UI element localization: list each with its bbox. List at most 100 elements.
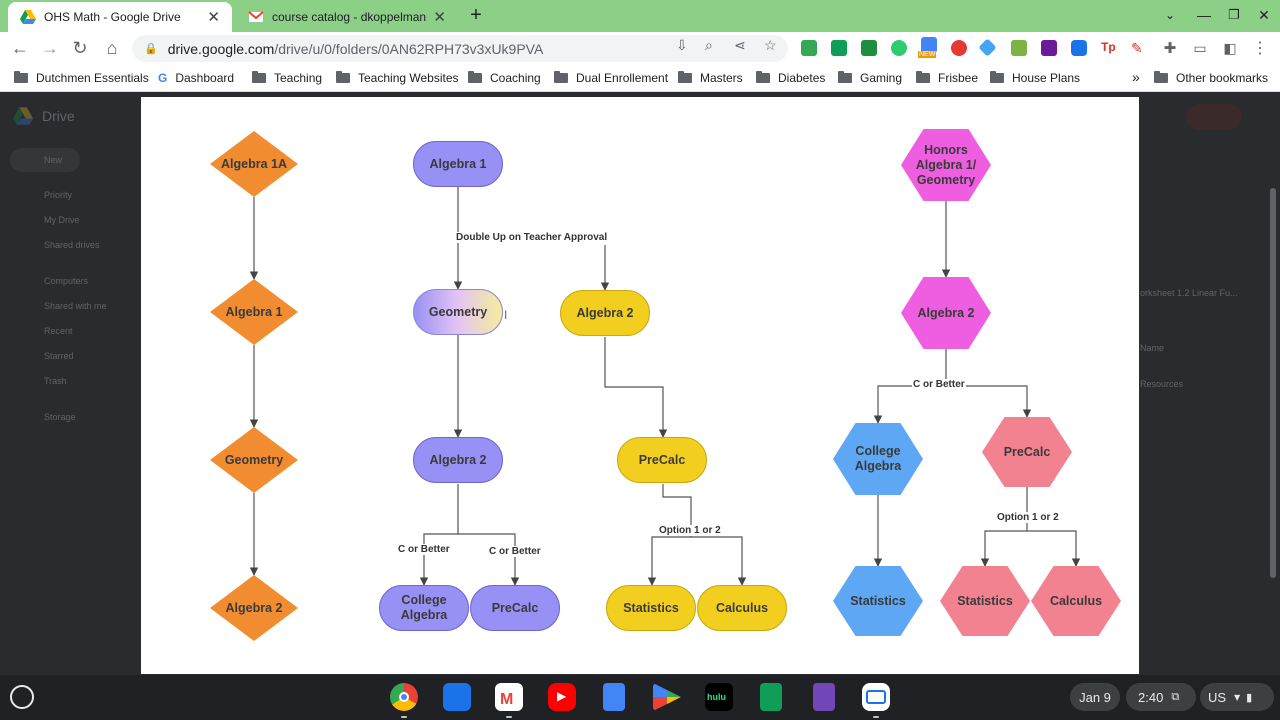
grammarly-icon[interactable] bbox=[891, 40, 907, 56]
bookmark-dutchmen-essentials[interactable]: Dutchmen Essentials bbox=[14, 71, 149, 85]
menu-icon[interactable]: ⋮ bbox=[1252, 40, 1268, 57]
nav-my-drive[interactable]: My Drive bbox=[44, 215, 80, 225]
side-panel-icon[interactable]: ◧ bbox=[1223, 39, 1237, 56]
running-indicator bbox=[401, 716, 407, 718]
opera-icon[interactable] bbox=[951, 40, 967, 56]
bookmark-coaching[interactable]: Coaching bbox=[468, 71, 541, 85]
screen-capture-glyph bbox=[866, 690, 886, 704]
address-bar[interactable]: 🔒 drive.google.com/drive/u/0/folders/0AN… bbox=[132, 35, 788, 62]
tab-title: OHS Math - Google Drive bbox=[44, 10, 181, 24]
gmail-m: M bbox=[500, 691, 514, 708]
pen-extension-icon[interactable]: ✎ bbox=[1131, 40, 1147, 56]
reload-icon[interactable]: ↻ bbox=[72, 37, 88, 58]
node-algebra-2-double-up: Algebra 2 bbox=[560, 290, 650, 336]
forward-icon[interactable]: → bbox=[41, 37, 59, 58]
nav-recent[interactable]: Recent bbox=[44, 326, 73, 336]
bookmark-frisbee[interactable]: Frisbee bbox=[916, 71, 978, 85]
node-statistics: Statistics bbox=[606, 585, 696, 631]
gmail-icon bbox=[248, 11, 264, 22]
nav-shared-drives[interactable]: Shared drives bbox=[44, 240, 100, 250]
bookmark-dual-enrollement[interactable]: Dual Enrollement bbox=[554, 71, 668, 85]
folder-icon bbox=[916, 71, 930, 83]
close-window-icon[interactable]: ✕ bbox=[1258, 6, 1270, 23]
home-icon[interactable]: ⌂ bbox=[106, 37, 118, 58]
bookmark-teaching[interactable]: Teaching bbox=[252, 71, 322, 85]
bookmark-star-icon[interactable]: ☆ bbox=[764, 37, 777, 53]
back-icon[interactable]: ← bbox=[11, 37, 29, 58]
folder-icon bbox=[756, 71, 770, 83]
diamond-extension-icon[interactable] bbox=[978, 38, 997, 57]
node-calculus: Calculus bbox=[1031, 566, 1121, 636]
bookmark-diabetes[interactable]: Diabetes bbox=[756, 71, 825, 85]
files-icon[interactable] bbox=[443, 683, 471, 711]
extensions-icon[interactable]: ✚ bbox=[1163, 40, 1177, 57]
connector bbox=[604, 337, 668, 438]
node-precalc: PreCalc bbox=[470, 585, 560, 631]
gmail-icon[interactable] bbox=[495, 683, 523, 711]
folder-icon bbox=[990, 71, 1004, 83]
drive-extension-icon[interactable] bbox=[801, 40, 817, 56]
tab-search-icon[interactable]: ⌄ bbox=[1164, 8, 1176, 22]
bookmark-other-bookmarks[interactable]: Other bookmarks bbox=[1154, 71, 1268, 85]
close-icon[interactable]: ✕ bbox=[433, 9, 446, 26]
avatar[interactable] bbox=[1186, 104, 1242, 130]
install-icon[interactable]: ⇩ bbox=[676, 37, 688, 53]
docs-icon[interactable] bbox=[603, 683, 625, 711]
date-tray[interactable]: Jan 9 bbox=[1070, 683, 1120, 711]
bookmark-teaching-websites[interactable]: Teaching Websites bbox=[336, 71, 459, 85]
node-honors-algebra-geometry: Honors Algebra 1/ Geometry bbox=[901, 129, 991, 201]
bookmark-masters[interactable]: Masters bbox=[678, 71, 743, 85]
classroom-extension-icon[interactable] bbox=[831, 40, 847, 56]
scrollbar[interactable] bbox=[1270, 188, 1276, 578]
flowchart-preview: Double Up on Teacher Approval C or Bette… bbox=[141, 97, 1139, 674]
folder-icon bbox=[678, 71, 692, 83]
name-column-header[interactable]: Name bbox=[1140, 343, 1165, 353]
minimize-icon[interactable]: — bbox=[1197, 7, 1211, 23]
play-store-icon[interactable] bbox=[653, 683, 681, 711]
tab-course-catalog[interactable]: course catalog - dkoppelmann@ ✕ bbox=[236, 2, 458, 32]
bookmark-gaming[interactable]: Gaming bbox=[838, 71, 902, 85]
r-extension-icon[interactable] bbox=[1041, 40, 1057, 56]
cast-icon[interactable]: ▭ bbox=[1193, 39, 1207, 56]
tab-ohs-math[interactable]: OHS Math - Google Drive ✕ bbox=[8, 2, 232, 32]
status-tray[interactable]: US ▾ ▮ bbox=[1200, 683, 1274, 711]
new-extension-icon[interactable] bbox=[921, 37, 937, 53]
node-statistics: Statistics bbox=[833, 566, 923, 636]
new-tab-button[interactable]: + bbox=[470, 3, 482, 26]
forms-icon[interactable] bbox=[813, 683, 835, 711]
nav-shared-with-me[interactable]: Shared with me bbox=[44, 301, 107, 311]
sheets-icon[interactable] bbox=[760, 683, 782, 711]
lock-icon: 🔒 bbox=[144, 43, 158, 55]
close-icon[interactable]: ✕ bbox=[207, 9, 220, 26]
wifi-icon: ▾ bbox=[1234, 690, 1241, 704]
cast-extension-icon[interactable] bbox=[861, 40, 877, 56]
nav-starred[interactable]: Starred bbox=[44, 351, 74, 361]
file-name[interactable]: orksheet 1.2 Linear Fu... bbox=[1140, 288, 1238, 298]
resources-folder[interactable]: Resources bbox=[1140, 379, 1184, 389]
hulu-icon[interactable] bbox=[705, 683, 733, 711]
tool-extension-icon[interactable] bbox=[1011, 40, 1027, 56]
google-drive-icon bbox=[20, 10, 36, 24]
taskbar: M ▶ hulu Jan 9 2:40 ⧉ US ▾ ▮ bbox=[0, 675, 1280, 720]
bookmark-house-plans[interactable]: House Plans bbox=[990, 71, 1080, 85]
tp-extension-icon[interactable]: Tp bbox=[1101, 40, 1117, 56]
edge-label-c-or-better: C or Better bbox=[397, 544, 451, 555]
edge-label-option: Option 1 or 2 bbox=[996, 512, 1060, 523]
nav-trash[interactable]: Trash bbox=[44, 376, 67, 386]
youtube-icon[interactable] bbox=[548, 683, 576, 711]
share-icon[interactable]: ⋖ bbox=[734, 37, 746, 53]
launcher-icon[interactable] bbox=[10, 685, 34, 709]
folder-icon bbox=[554, 71, 568, 83]
google-drive-icon bbox=[13, 107, 33, 125]
new-button[interactable] bbox=[10, 148, 80, 172]
bookmarks-overflow-button[interactable]: » bbox=[1132, 69, 1140, 85]
clock-tray[interactable]: 2:40 ⧉ bbox=[1126, 683, 1196, 711]
screencastify-icon[interactable] bbox=[1071, 40, 1087, 56]
node-algebra-1: Algebra 1 bbox=[413, 141, 503, 187]
nav-storage[interactable]: Storage bbox=[44, 412, 76, 422]
nav-computers[interactable]: Computers bbox=[44, 276, 89, 286]
zoom-icon[interactable]: ⌕ bbox=[705, 37, 713, 53]
nav-priority[interactable]: Priority bbox=[44, 190, 73, 200]
maximize-icon[interactable]: ❐ bbox=[1228, 7, 1240, 22]
